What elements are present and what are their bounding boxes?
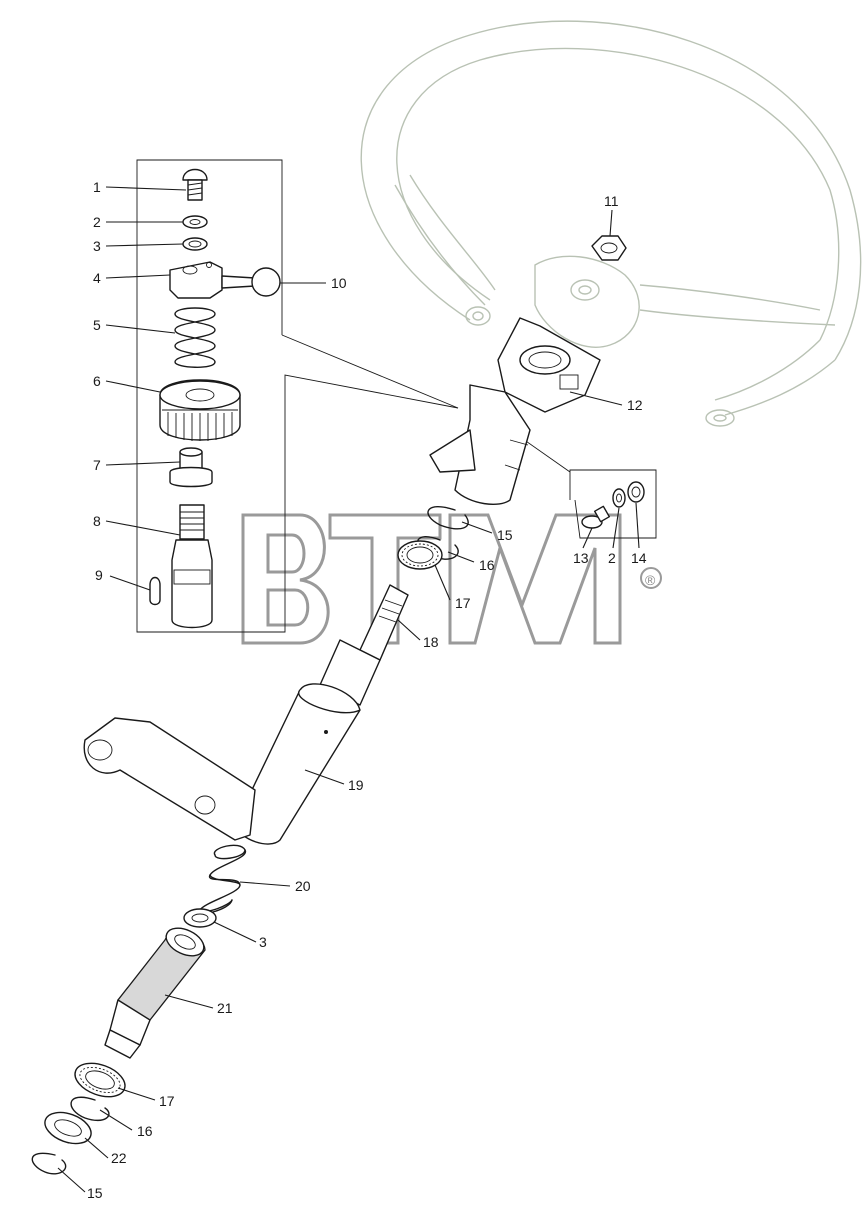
callout-2-right: 2 [608, 550, 616, 566]
part-22-washer-lower [44, 1111, 92, 1145]
part-17-bearing-lower [74, 1062, 126, 1098]
part-2-washer-right [612, 488, 626, 508]
callout-3-lower: 3 [259, 934, 267, 950]
callout-14: 14 [631, 550, 647, 566]
callout-4: 4 [93, 270, 101, 286]
callout-6: 6 [93, 373, 101, 389]
callout-labels: 1 2 3 4 5 6 7 8 9 10 11 12 13 2 14 15 16… [87, 179, 647, 1201]
callout-2: 2 [93, 214, 101, 230]
callout-13: 13 [573, 550, 589, 566]
callout-11: 11 [604, 193, 619, 209]
part-9-key [149, 576, 161, 606]
part-6-knurled-ring [159, 379, 241, 441]
callout-16-lower: 16 [137, 1123, 153, 1139]
part-4-lever [169, 261, 256, 299]
steering-wheel [360, 20, 862, 427]
callout-10: 10 [331, 275, 347, 291]
callout-9: 9 [95, 567, 103, 583]
part-3-washer-lower [183, 908, 217, 928]
part-10-knob [251, 267, 281, 297]
callout-15-lower: 15 [87, 1185, 103, 1201]
part-21-knurled-sleeve [104, 927, 206, 1059]
part-13-screw [581, 505, 611, 529]
part-15-circlip-lower [31, 1152, 67, 1175]
part-1-screw [182, 168, 208, 201]
part-15-circlip-upper [427, 506, 469, 530]
part-17-bearing-upper [397, 540, 443, 570]
part-5-spring [174, 307, 216, 368]
part-3-washer [182, 237, 208, 251]
part-20-spring [199, 844, 246, 914]
callout-8: 8 [93, 513, 101, 529]
callout-19: 19 [348, 777, 364, 793]
callout-5: 5 [93, 317, 101, 333]
callout-3: 3 [93, 238, 101, 254]
callout-22: 22 [111, 1150, 127, 1166]
part-7-bushing [169, 447, 213, 488]
watermark-text: ® [645, 572, 656, 588]
callout-20: 20 [295, 878, 311, 894]
callout-16-upper: 16 [479, 557, 495, 573]
watermark-logo: ® [241, 513, 662, 645]
callout-15-upper: 15 [497, 527, 513, 543]
part-8-shaft [171, 504, 213, 629]
callout-17-upper: 17 [455, 595, 471, 611]
part-14-bushing [627, 481, 645, 503]
callout-17-lower: 17 [159, 1093, 175, 1109]
part-12-column-housing [429, 317, 601, 505]
part-2-washer [182, 215, 208, 229]
callout-21: 21 [217, 1000, 233, 1016]
callout-7: 7 [93, 457, 101, 473]
callout-1: 1 [93, 179, 101, 195]
callout-12: 12 [627, 397, 643, 413]
part-11-nut [591, 235, 627, 261]
callout-18: 18 [423, 634, 439, 650]
leader-lines [57, 186, 640, 1193]
part-19-arm-column [83, 683, 361, 845]
